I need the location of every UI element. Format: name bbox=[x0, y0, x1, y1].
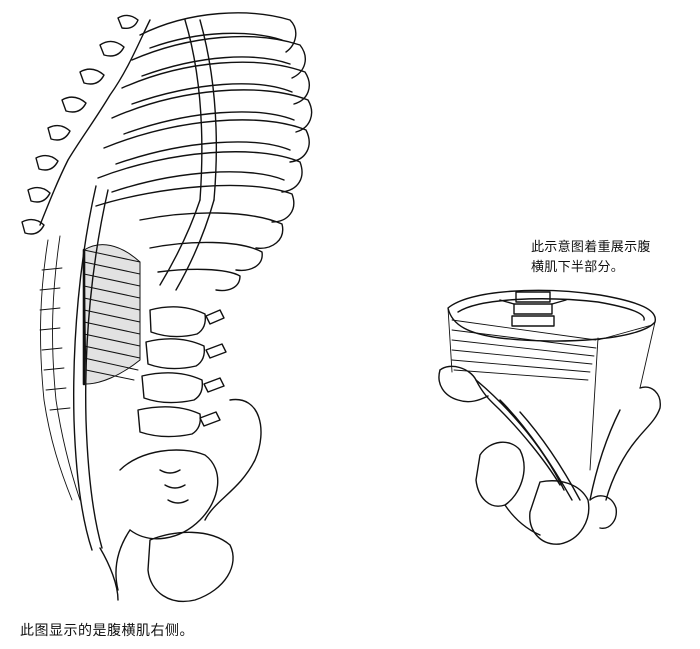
rectus-sheath bbox=[73, 185, 109, 551]
sternum bbox=[159, 19, 217, 291]
lumbar-spine bbox=[137, 306, 227, 438]
pelvis-right bbox=[438, 365, 661, 545]
rib-cage bbox=[95, 12, 313, 292]
spine-column bbox=[499, 291, 567, 327]
side-caption-line-1: 此示意图着重展示腹 bbox=[531, 240, 651, 255]
side-caption: 此示意图着重展示腹 横肌下半部分。 bbox=[531, 238, 681, 278]
lower-abdomen-drawing bbox=[438, 289, 661, 545]
side-caption-line-2: 横肌下半部分。 bbox=[531, 260, 625, 275]
pelvis-left bbox=[99, 398, 262, 602]
thoracic-spine bbox=[21, 14, 151, 235]
transversus-abdominis bbox=[82, 244, 141, 386]
muscle-wall bbox=[447, 307, 656, 471]
main-caption: 此图显示的是腹横肌右侧。 bbox=[20, 623, 194, 639]
torso-skeleton-drawing bbox=[21, 12, 313, 602]
flank-muscle bbox=[39, 235, 81, 501]
